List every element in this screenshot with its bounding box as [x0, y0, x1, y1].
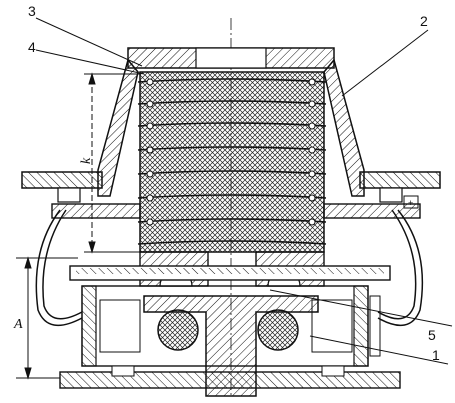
foundation [59, 365, 401, 389]
mid-plate [51, 203, 421, 219]
side-bellows [35, 209, 424, 327]
rollers [157, 309, 299, 351]
base-plate [69, 265, 391, 281]
label-4: 4 [28, 39, 36, 55]
central-spindle [143, 295, 319, 397]
label-2: 2 [420, 13, 428, 29]
left-flange [21, 171, 103, 203]
label-5: 5 [428, 327, 436, 343]
layered-stack [137, 71, 327, 253]
right-flange: + [359, 171, 441, 209]
label-1: 1 [432, 347, 440, 363]
label-3: 3 [28, 3, 36, 19]
svg-text:+: + [408, 198, 413, 208]
dim-a-label: A [13, 317, 23, 332]
dimension-k [84, 72, 140, 254]
top-plate [127, 47, 335, 69]
dimension-a [16, 256, 78, 380]
leader-lines [35, 17, 453, 365]
dim-k-label: k [79, 157, 94, 164]
conical-housing [97, 58, 365, 197]
